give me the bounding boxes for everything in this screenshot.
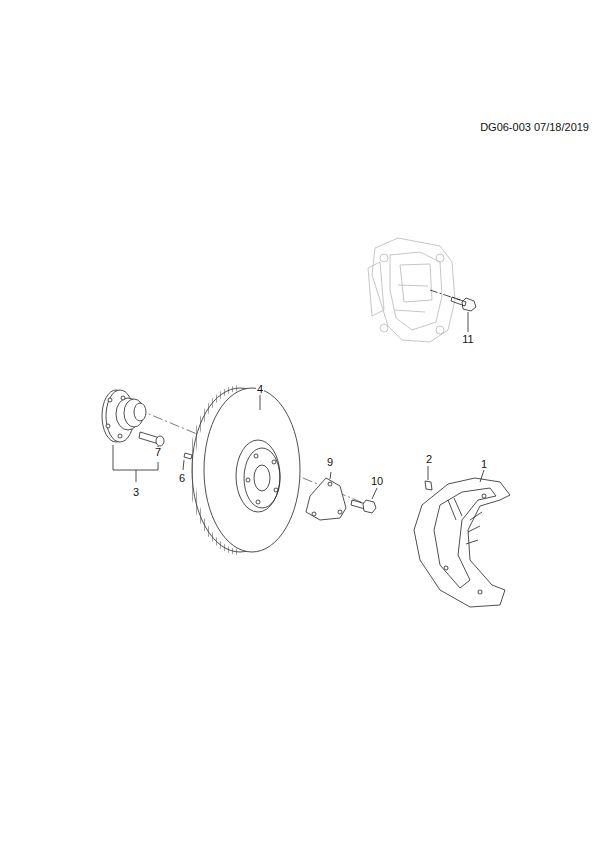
callout-number: 4 — [256, 384, 264, 395]
callout-number: 11 — [461, 334, 474, 345]
caliper-bolt — [430, 290, 476, 332]
shield-screw — [425, 466, 432, 490]
brake-disc — [192, 388, 300, 552]
cover-plate — [306, 472, 346, 520]
group-bracket — [113, 445, 158, 482]
locating-screw — [183, 453, 192, 470]
brake-caliper — [368, 238, 455, 342]
callout-number: 6 — [178, 473, 186, 484]
hub-bolt — [351, 488, 377, 513]
callout-number: 3 — [132, 487, 140, 498]
drawing-id: DG06-003 07/18/2019 — [479, 122, 590, 133]
callout-number: 10 — [370, 476, 384, 487]
callout-number: 2 — [425, 454, 433, 465]
splash-shield — [414, 470, 510, 607]
callout-number: 9 — [326, 457, 334, 468]
callout-number: 7 — [154, 447, 162, 458]
callout-number: 1 — [480, 459, 488, 470]
